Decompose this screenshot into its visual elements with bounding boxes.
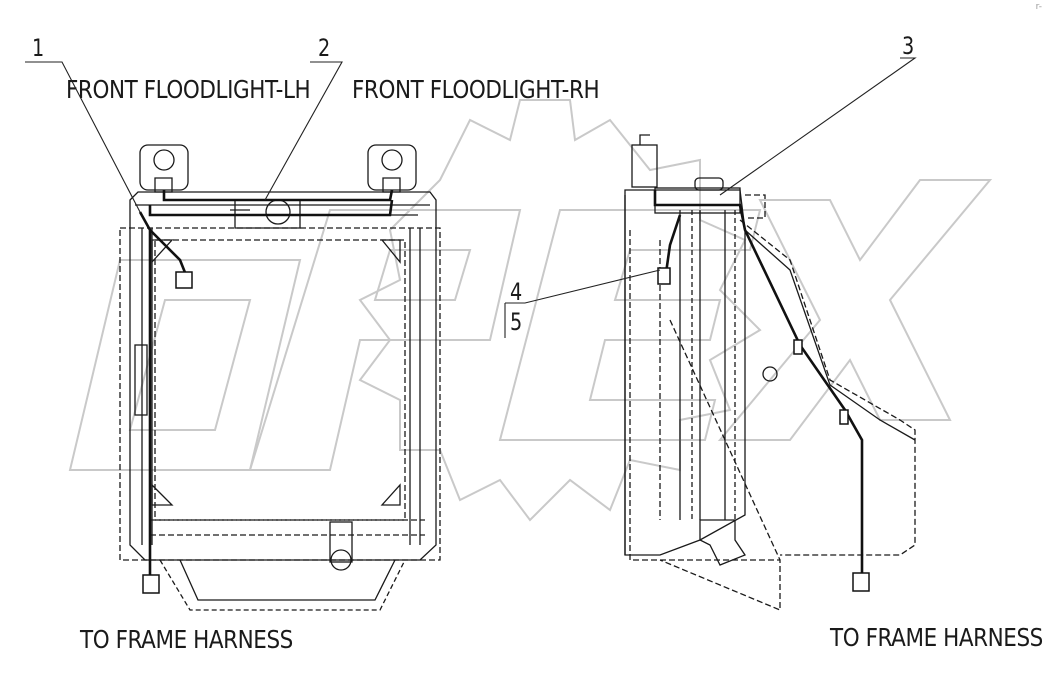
watermark-letter-p — [248, 209, 522, 471]
watermark-letter-e — [498, 209, 762, 441]
leader-1 — [25, 61, 141, 213]
front-view — [119, 144, 441, 611]
label-front-floodlight-rh: FRONT FLOODLIGHT-RH — [352, 75, 600, 104]
label-front-floodlight-lh: FRONT FLOODLIGHT-LH — [66, 75, 311, 104]
label-to-frame-harness-left: TO FRAME HARNESS — [80, 625, 293, 654]
watermark-letter-x — [717, 179, 993, 441]
callout-3: 3 — [902, 32, 915, 60]
callout-4: 4 — [510, 278, 523, 306]
callout-1: 1 — [32, 34, 45, 62]
leader-4-5 — [505, 269, 661, 304]
connector-front — [142, 271, 193, 594]
leader-3 — [719, 57, 917, 196]
corner-mark: r- — [1035, 2, 1042, 12]
leader-2 — [264, 61, 343, 201]
watermark-letter-o — [68, 259, 302, 471]
leader-lines — [25, 57, 917, 338]
cab-outline-side — [624, 189, 746, 556]
opex-watermark — [68, 99, 993, 522]
label-to-frame-harness-right: TO FRAME HARNESS — [830, 623, 1043, 652]
floodlight-rh-graphic — [367, 144, 417, 193]
callout-2: 2 — [318, 34, 331, 62]
harness-front — [138, 189, 394, 580]
connector-side — [657, 267, 870, 592]
cab-outline-front — [129, 191, 437, 561]
callout-5: 5 — [510, 308, 523, 336]
side-view — [624, 134, 916, 611]
floodlight-lh-graphic — [139, 144, 189, 193]
